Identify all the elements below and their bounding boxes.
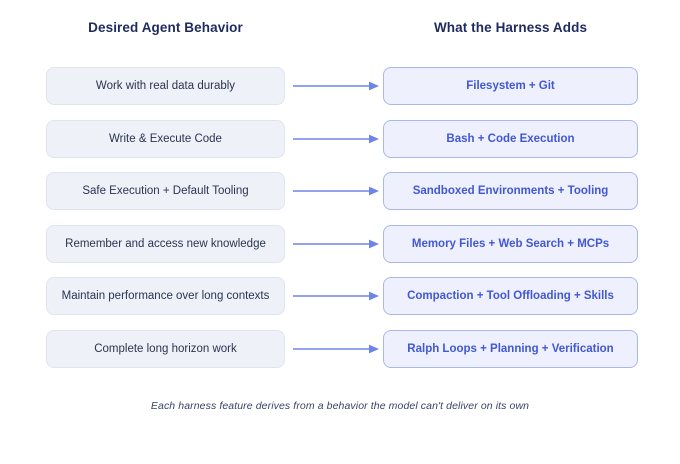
diagram-caption: Each harness feature derives from a beha… xyxy=(150,400,530,412)
column-headers: Desired Agent Behavior What the Harness … xyxy=(0,20,680,42)
arrow-right-icon xyxy=(293,290,379,302)
diagram-row: Safe Execution + Default Tooling Sandboxe… xyxy=(0,172,680,211)
behavior-box[interactable]: Write & Execute Code xyxy=(46,119,285,158)
behavior-box[interactable]: Remember and access new knowledge xyxy=(46,224,285,263)
column-header-desired-agent-behavior: Desired Agent Behavior xyxy=(88,20,243,35)
diagram-row: Complete long horizon work Ralph Loops + … xyxy=(0,330,680,368)
behavior-box[interactable]: Maintain performance over long contexts xyxy=(46,277,285,316)
harness-box[interactable]: Memory Files + Web Search + MCPs xyxy=(383,224,638,263)
diagram-row: Remember and access new knowledge Memory … xyxy=(0,224,680,263)
diagram-row: Write & Execute Code Bash + Code Executio… xyxy=(0,119,680,158)
arrow-right-icon xyxy=(293,185,379,197)
harness-box[interactable]: Bash + Code Execution xyxy=(383,119,638,158)
column-header-what-the-harness-adds: What the Harness Adds xyxy=(433,20,588,35)
harness-box[interactable]: Sandboxed Environments + Tooling xyxy=(383,172,638,211)
behavior-box[interactable]: Complete long horizon work xyxy=(46,330,285,368)
arrow-right-icon xyxy=(293,133,379,145)
behavior-box[interactable]: Work with real data durably xyxy=(46,67,285,105)
diagram-row: Maintain performance over long contexts C… xyxy=(0,277,680,316)
arrow-right-icon xyxy=(293,238,379,250)
behavior-box[interactable]: Safe Execution + Default Tooling xyxy=(46,172,285,211)
harness-box[interactable]: Filesystem + Git xyxy=(383,67,638,105)
harness-box[interactable]: Compaction + Tool Offloading + Skills xyxy=(383,277,638,316)
arrow-right-icon xyxy=(293,80,379,92)
diagram-row: Work with real data durably Filesystem + … xyxy=(0,67,680,105)
arrow-right-icon xyxy=(293,343,379,355)
harness-box[interactable]: Ralph Loops + Planning + Verification xyxy=(383,330,638,368)
